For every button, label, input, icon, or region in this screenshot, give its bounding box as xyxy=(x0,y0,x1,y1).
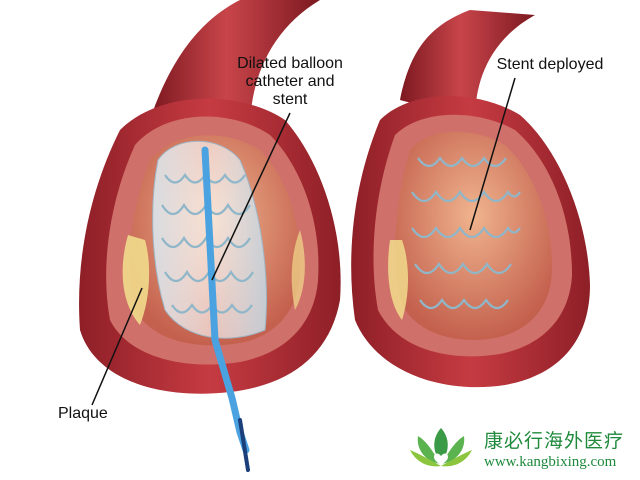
left-plaque-right xyxy=(291,230,305,310)
left-vessel-tube xyxy=(150,0,320,130)
left-vessel xyxy=(79,0,341,472)
leader-stent xyxy=(469,77,516,231)
lotus-heart-icon xyxy=(410,428,472,467)
brand-watermark: 康必行海外医疗 www.kangbixing.com xyxy=(404,418,640,480)
label-plaque: Plaque xyxy=(58,405,108,422)
right-vessel xyxy=(351,10,590,388)
catheter-tip xyxy=(238,418,250,472)
leader-balloon xyxy=(211,112,291,281)
label-stent-deployed: Stent deployed xyxy=(496,56,604,73)
left-plaque xyxy=(122,235,150,325)
brand-name: 康必行海外医疗 xyxy=(484,430,625,452)
stent-mesh-right xyxy=(411,156,521,310)
right-vessel-tube xyxy=(400,10,535,120)
brand-url: www.kangbixing.com xyxy=(484,454,617,470)
leader-plaque xyxy=(91,287,143,406)
right-plaque xyxy=(388,240,408,320)
label-balloon-catheter: Dilated balloon catheter and stent xyxy=(237,55,343,108)
